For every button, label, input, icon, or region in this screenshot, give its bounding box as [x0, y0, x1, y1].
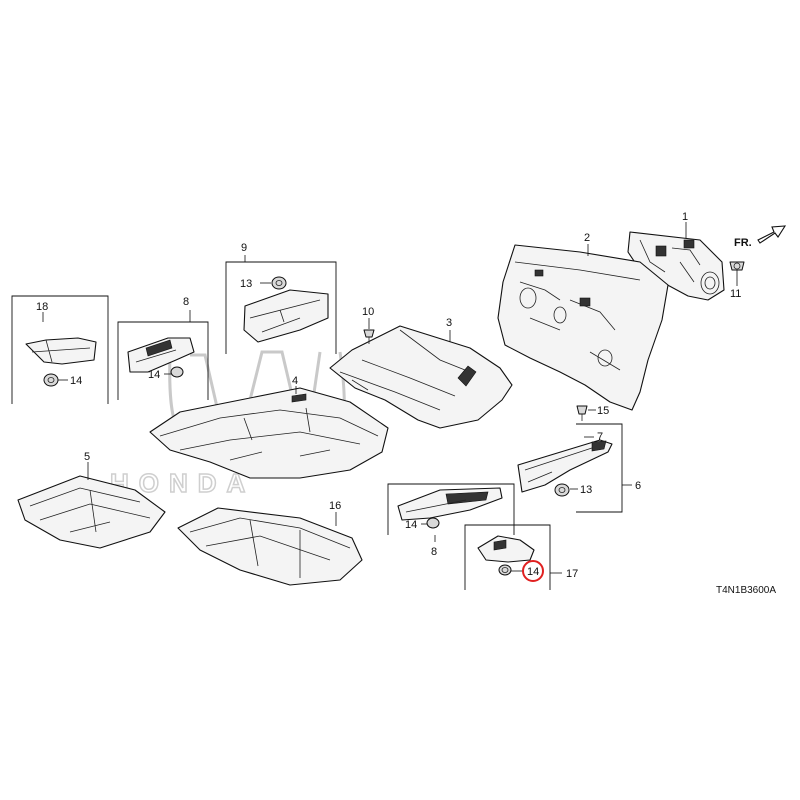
callout-14c: 14	[405, 519, 417, 531]
callout-2: 2	[584, 232, 590, 244]
callout-12: 11	[730, 288, 741, 300]
front-arrow-icon	[757, 225, 787, 244]
callout-13b: 13	[580, 484, 592, 496]
callout-7: 7	[597, 431, 603, 443]
callout-17: 17	[566, 568, 578, 580]
part-16-floor-insulator: 16	[177, 500, 363, 586]
callout-16: 16	[329, 500, 341, 512]
part-1-dashboard-insulator-upper: 1	[627, 211, 725, 301]
part-2-dashboard-insulator: 2	[497, 232, 669, 411]
part-10-cover-group: 8 14	[117, 296, 209, 400]
part-8-cover-group: 8 14	[387, 483, 515, 558]
front-direction-indicator: FR.	[734, 225, 787, 249]
part-9-cover-group: 9 13	[225, 242, 337, 354]
honda-watermark: HONDA	[109, 350, 346, 499]
callout-13a: 13	[240, 278, 252, 290]
part-6-side-cover-group: 6 7 13	[517, 423, 641, 513]
callout-4: 4	[292, 375, 298, 387]
callout-10: 8	[183, 296, 189, 308]
callout-5: 5	[84, 451, 90, 463]
callout-11: 10	[362, 306, 374, 318]
part-12-clip: 11	[729, 261, 745, 300]
callout-6: 6	[635, 480, 641, 492]
front-direction-label: FR.	[734, 237, 752, 249]
part-4-floor-insulator-main: 4	[149, 375, 389, 479]
callout-15: 15	[597, 405, 609, 417]
part-18-cover-group: 18 14	[11, 295, 109, 404]
callout-1: 1	[682, 211, 688, 223]
callout-14a: 14	[148, 369, 160, 381]
diagram-code: T4N1B3600A	[716, 585, 776, 596]
callout-8: 8	[431, 546, 437, 558]
part-17-cover-group: 17 14	[464, 524, 578, 590]
part-15-clip: 15	[576, 405, 609, 421]
callout-9: 9	[241, 242, 247, 254]
part-3-floor-insulator: 3	[329, 317, 513, 429]
callout-14b: 14	[70, 375, 82, 387]
part-5-rear-floor-insulator: 5	[17, 451, 166, 549]
callout-3: 3	[446, 317, 452, 329]
highlight-ring	[522, 560, 544, 582]
callout-18: 18	[36, 301, 48, 313]
callout-14-highlighted: 14	[527, 566, 539, 578]
part-11-clip: 10	[362, 306, 375, 344]
